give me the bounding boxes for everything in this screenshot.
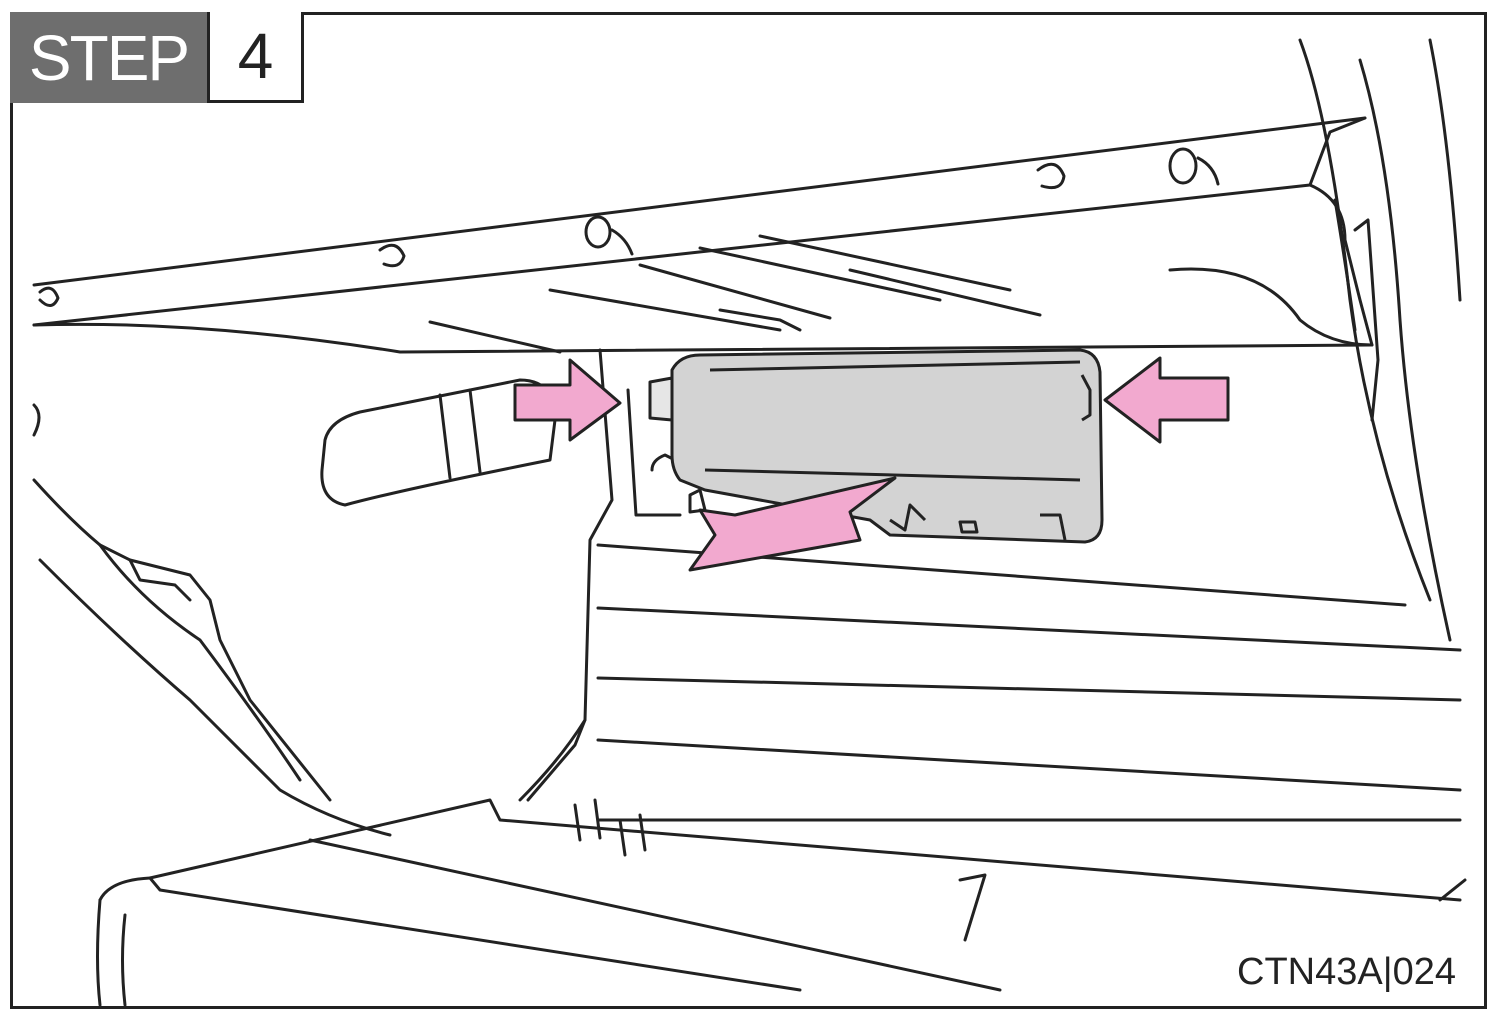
clip-5 — [1168, 147, 1198, 185]
clip-1 — [38, 286, 60, 307]
clip-4 — [1036, 162, 1066, 190]
tray-outline — [98, 798, 1462, 902]
left-vent — [320, 378, 557, 507]
dash-bottom-edge — [32, 183, 1312, 327]
filter-cover — [648, 348, 1104, 544]
clip-3 — [584, 215, 612, 249]
clip-5-tail — [1196, 156, 1220, 186]
clip-3-tail — [610, 228, 634, 256]
dash-right-end — [1308, 116, 1367, 187]
push-arrow-icon — [1103, 356, 1230, 444]
opening-right-curve — [1308, 183, 1374, 347]
figure-code: CTN43A|024 — [1237, 951, 1456, 993]
opening-outline — [32, 322, 1372, 354]
clip-2 — [378, 243, 406, 268]
step-badge: STEP 4 — [10, 12, 304, 106]
dash-top-edge — [32, 116, 1367, 287]
step-number: 4 — [210, 12, 304, 103]
step-label: STEP — [10, 12, 210, 103]
pull-arrow-icon — [688, 476, 897, 572]
push-arrow-icon — [513, 358, 622, 442]
